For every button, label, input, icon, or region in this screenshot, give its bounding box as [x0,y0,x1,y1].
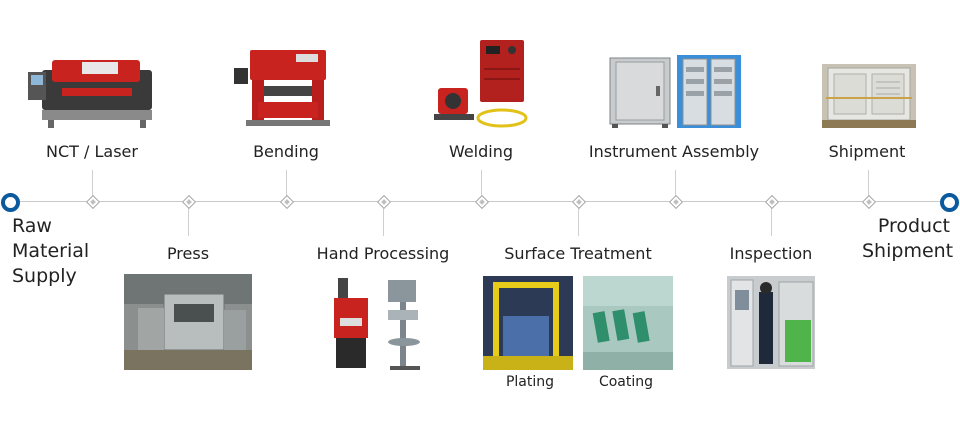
step-label-instrument-assembly: Instrument Assembly [588,142,760,161]
drill-press-icon [326,270,440,372]
start-endpoint [1,193,20,212]
tick [383,202,384,236]
sublabel-plating: Plating [505,374,555,390]
shipment-cabinet-icon [822,64,916,128]
step-label-press: Press [166,244,210,263]
instrument-cabinet-icon [608,56,672,128]
step-label-bending: Bending [253,142,319,161]
step-node [474,194,490,210]
tick [868,170,869,202]
step-node [571,194,587,210]
press-brake-machine-icon [232,42,336,130]
step-label-nct-laser: NCT / Laser [46,142,138,161]
tick [481,170,482,202]
tick [675,170,676,202]
tick [771,202,772,236]
tick [92,170,93,202]
coating-photo [583,276,673,370]
step-node [85,194,101,210]
step-label-inspection: Inspection [729,244,813,263]
start-label: Raw Material Supply [12,215,90,287]
end-endpoint [940,193,959,212]
nct-laser-machine-icon [22,52,162,130]
step-node [764,194,780,210]
inspection-photo [727,276,815,369]
step-node [279,194,295,210]
instrument-cabinet-rack-photo [677,55,741,128]
step-node [376,194,392,210]
step-label-shipment: Shipment [828,142,906,161]
end-label: Product Shipment [862,215,954,262]
press-machine-photo [124,274,252,370]
step-label-welding: Welding [448,142,514,161]
step-label-surface-treatment: Surface Treatment [504,244,652,263]
step-node [668,194,684,210]
tick [578,202,579,236]
sublabel-coating: Coating [598,374,654,390]
step-label-hand-processing: Hand Processing [316,244,450,263]
welding-machine-icon [432,38,530,130]
tick [188,202,189,236]
plating-photo [483,276,573,370]
tick [286,170,287,202]
step-node [861,194,877,210]
step-node [181,194,197,210]
